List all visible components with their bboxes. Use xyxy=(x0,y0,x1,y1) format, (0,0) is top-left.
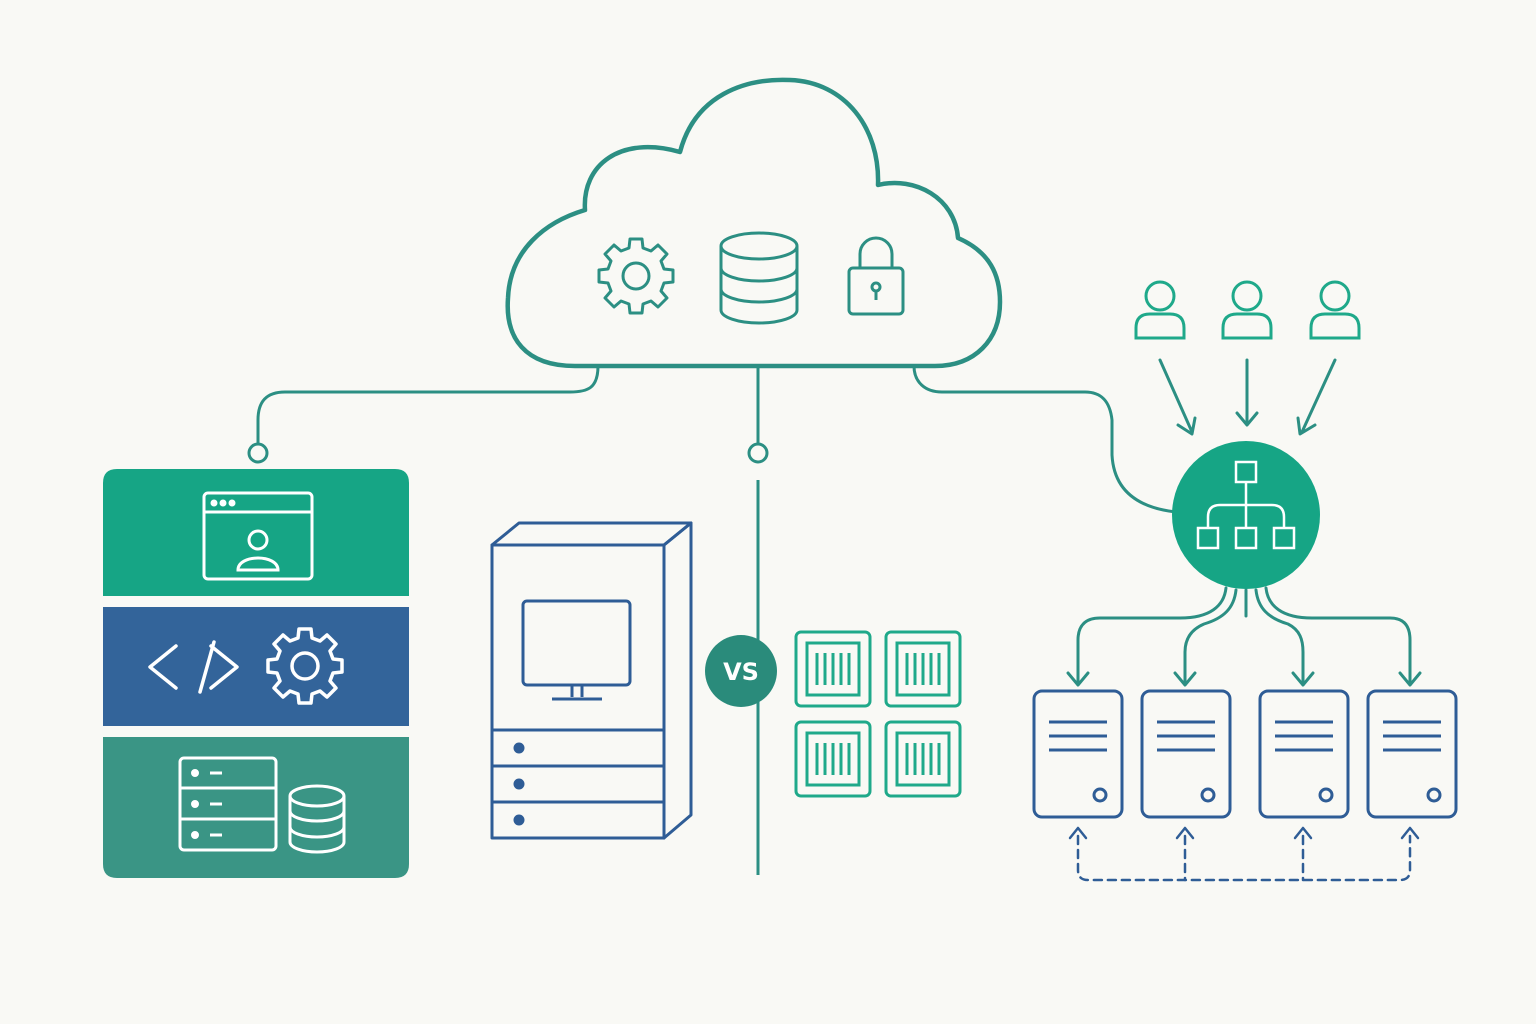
users-group xyxy=(1134,280,1361,340)
server-front-face xyxy=(490,543,666,840)
database-icon xyxy=(719,231,799,325)
user-icon xyxy=(1309,280,1361,340)
cluster-server xyxy=(1366,689,1458,819)
cluster-sync-arrowheads xyxy=(1068,826,1420,840)
stack-layer-backend xyxy=(103,607,409,726)
cluster-server xyxy=(1140,689,1232,819)
container-grid xyxy=(794,630,962,798)
gear-icon xyxy=(266,627,344,705)
server-side-face xyxy=(662,521,693,840)
cloud xyxy=(505,77,1003,369)
distribution-arrows xyxy=(1066,586,1422,687)
container-icon xyxy=(884,720,962,798)
server-cluster xyxy=(1032,689,1458,819)
load-balancer xyxy=(1172,441,1320,589)
connector-node-center xyxy=(747,442,769,464)
container-icon xyxy=(794,630,872,708)
vs-label: VS xyxy=(723,658,759,686)
arrow-user-2 xyxy=(1235,358,1259,427)
vs-badge: VS xyxy=(705,635,777,707)
database-icon xyxy=(288,784,346,854)
cluster-server xyxy=(1258,689,1350,819)
container-icon xyxy=(794,720,872,798)
user-icon xyxy=(1221,280,1273,340)
server-rack-icon xyxy=(178,756,278,852)
cluster-sync-lines xyxy=(1076,834,1412,882)
user-icon xyxy=(1134,280,1186,340)
connector-cloud-to-load-balancer xyxy=(912,365,1177,514)
gear-icon xyxy=(597,237,675,315)
user-request-arrows xyxy=(1158,358,1337,436)
application-stack xyxy=(103,469,409,878)
cluster-server xyxy=(1032,689,1124,819)
arrow-user-3 xyxy=(1296,358,1337,436)
server-top-face xyxy=(490,521,693,547)
lock-icon xyxy=(847,236,905,316)
monitor-icon xyxy=(521,599,632,701)
connector-node-stack xyxy=(247,442,269,464)
container-icon xyxy=(884,630,962,708)
connector-cloud-to-stack xyxy=(256,365,600,444)
monolith-server xyxy=(490,521,693,840)
hierarchy-icon xyxy=(1196,460,1296,550)
arrow-user-1 xyxy=(1158,358,1197,436)
browser-user-icon xyxy=(202,491,314,581)
code-brackets-icon xyxy=(148,640,239,694)
